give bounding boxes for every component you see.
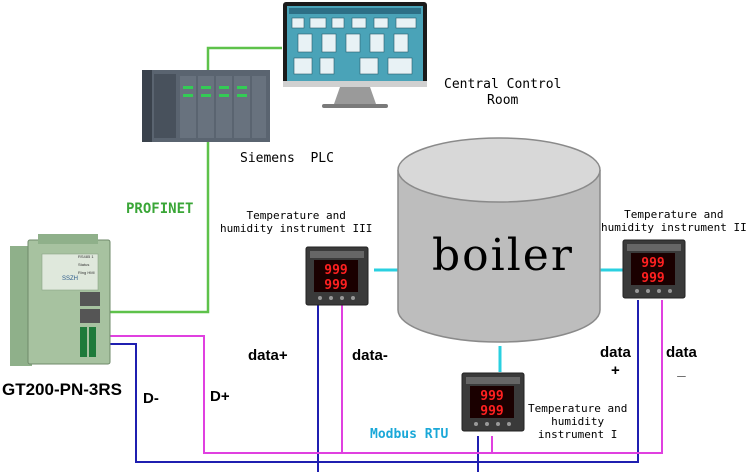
profinet-label: PROFINET (126, 201, 194, 217)
central-control-room-label: Central Control Room (444, 77, 562, 108)
instrument-button (496, 422, 500, 426)
instrument-2-label: Temperature and humidity instrument II (601, 208, 747, 235)
gateway-indicator-2: Status (78, 262, 90, 267)
gateway-indicator-3: Ring HMI (78, 270, 95, 275)
instrument-display-bottom: 999 (324, 278, 347, 293)
siemens-plc-label: Siemens PLC (240, 151, 334, 166)
instrument-button (340, 296, 344, 300)
instrument-button (474, 422, 478, 426)
gateway-indicator-1: RS485 1 (78, 254, 94, 259)
instrument-button (485, 422, 489, 426)
rs485-d-plus-cable (108, 300, 663, 454)
rs485-d-minus-cable (108, 300, 639, 463)
data-plus-left-label: data+ (248, 347, 288, 364)
data-plus-right-label: data + (600, 344, 631, 379)
instrument-display-bottom: 999 (480, 404, 503, 419)
gateway-terminal-block (80, 327, 96, 357)
siemens-plc-rack (142, 70, 270, 142)
instrument-display-top: 999 (324, 263, 347, 278)
instrument-button (668, 289, 672, 293)
central-control-monitor (283, 2, 427, 108)
instrument-button (635, 289, 639, 293)
gateway-gt200 (10, 234, 111, 366)
instrument-1-label: Temperature and humidity instrument I (528, 402, 628, 442)
gateway-brand: SSZH (62, 276, 79, 282)
d-minus-label: D- (143, 390, 159, 407)
gateway-label: GT200-PN-3RS (2, 380, 122, 399)
modbus-rtu-label: Modbus RTU (370, 427, 449, 442)
instrument-button (646, 289, 650, 293)
d-plus-label: D+ (210, 388, 230, 405)
instrument-display-top: 999 (641, 256, 664, 271)
instrument-display-bottom: 999 (641, 271, 664, 286)
instrument-button (318, 296, 322, 300)
instrument-3-label: Temperature and humidity instrument III (220, 209, 373, 236)
instrument-button (351, 296, 355, 300)
data-minus-right-label: data _ (666, 344, 697, 379)
instrument-display-top: 999 (480, 389, 503, 404)
instrument-button (329, 296, 333, 300)
boiler-tank (397, 137, 601, 343)
boiler-label: boiler (432, 230, 574, 281)
instrument-button (657, 289, 661, 293)
gateway-ethernet-ports (80, 292, 100, 323)
data-minus-left-label: data- (352, 347, 388, 364)
instrument-button (507, 422, 511, 426)
